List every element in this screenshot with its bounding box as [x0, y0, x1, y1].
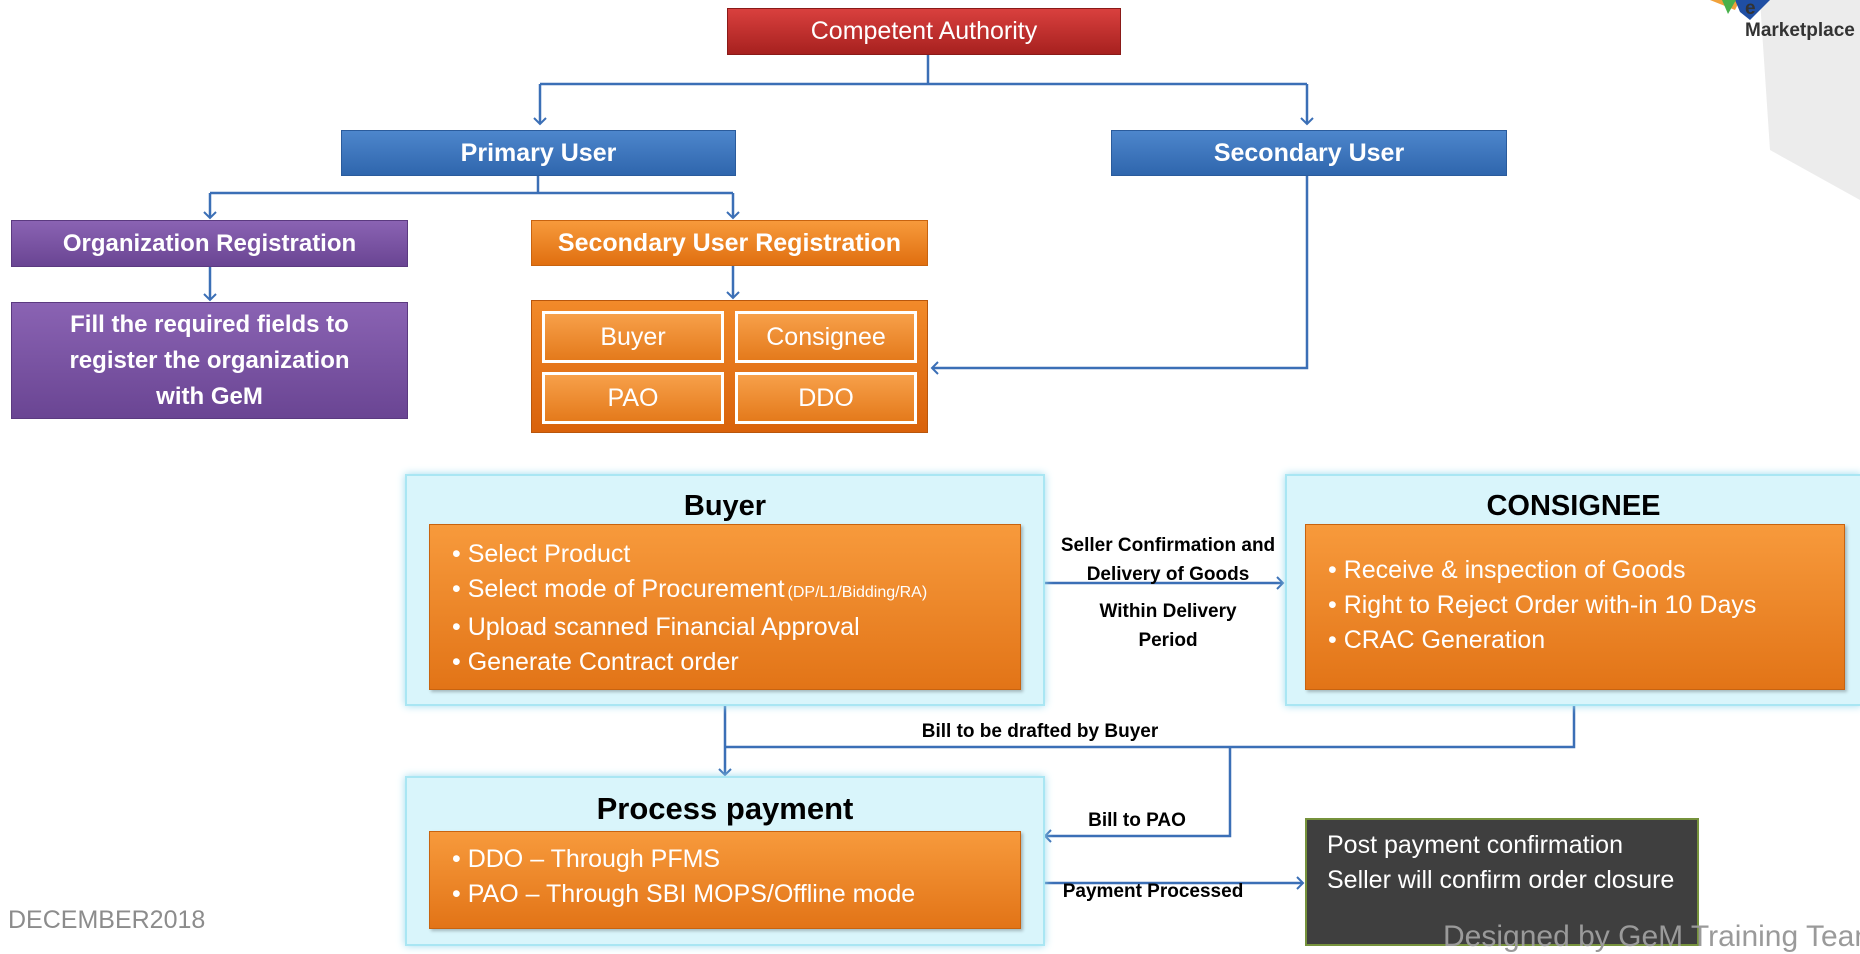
bill-drafted-label: Bill to be drafted by Buyer	[921, 721, 1159, 742]
process-payment-panel: Process payment DDO – Through PFMS PAO –…	[405, 776, 1045, 946]
secondary-user-registration-box: Secondary User Registration	[531, 220, 928, 266]
process-payment-item-1: DDO – Through PFMS	[452, 842, 1020, 877]
payment-processed-label: Payment Processed	[1062, 881, 1244, 902]
buyer-inner: Select Product Select mode of Procuremen…	[429, 524, 1021, 690]
footer-credit: Designed by GeM Training Team	[1443, 920, 1860, 953]
role-pao: PAO	[542, 372, 724, 424]
process-payment-item-2: PAO – Through SBI MOPS/Offline mode	[452, 877, 1020, 912]
organization-registration-label: Organization Registration	[62, 229, 357, 257]
seller-confirmation-label: Seller Confirmation and Delivery of Good…	[1060, 535, 1276, 585]
buyer-item-4: Generate Contract order	[452, 645, 1020, 680]
consignee-item-3: CRAC Generation	[1328, 623, 1844, 658]
fill-fields-box: Fill the required fields to register the…	[11, 302, 408, 419]
primary-user-label: Primary User	[460, 138, 617, 167]
buyer-item-3: Upload scanned Financial Approval	[452, 610, 1020, 645]
gem-logo	[1710, 0, 1860, 200]
bill-to-pao-label: Bill to PAO	[1088, 810, 1186, 831]
buyer-panel: Buyer Select Product Select mode of Proc…	[405, 474, 1045, 706]
roles-container: Buyer Consignee PAO DDO	[531, 300, 928, 433]
consignee-item-2: Right to Reject Order with-in 10 Days	[1328, 588, 1844, 623]
logo-text: e Marketplace	[1745, 0, 1855, 41]
consignee-panel: CONSIGNEE Receive & inspection of Goods …	[1285, 474, 1860, 706]
secondary-user-registration-label: Secondary User Registration	[557, 228, 902, 257]
competent-authority-box: Competent Authority	[727, 8, 1121, 55]
consignee-item-1: Receive & inspection of Goods	[1328, 553, 1844, 588]
buyer-item-2: Select mode of Procurement(DP/L1/Bidding…	[452, 572, 1020, 610]
secondary-user-box: Secondary User	[1111, 130, 1507, 176]
secondary-user-label: Secondary User	[1213, 138, 1405, 167]
process-payment-title: Process payment	[596, 791, 854, 826]
process-payment-inner: DDO – Through PFMS PAO – Through SBI MOP…	[429, 831, 1021, 929]
buyer-item-1: Select Product	[452, 537, 1020, 572]
role-ddo: DDO	[735, 372, 917, 424]
within-delivery-label: Within Delivery Period	[1099, 601, 1237, 651]
footer-date: DECEMBER2018	[8, 906, 206, 934]
post-payment-box: Post payment confirmation Seller will co…	[1305, 818, 1699, 946]
organization-registration-box: Organization Registration	[11, 220, 408, 267]
role-buyer: Buyer	[542, 311, 724, 363]
buyer-title: Buyer	[683, 490, 767, 522]
consignee-inner: Receive & inspection of Goods Right to R…	[1305, 524, 1845, 690]
primary-user-box: Primary User	[341, 130, 736, 176]
post-payment-label: Post payment confirmation Seller will co…	[1327, 831, 1675, 894]
consignee-title: CONSIGNEE	[1486, 490, 1661, 522]
fill-fields-label: Fill the required fields to register the…	[69, 310, 350, 410]
role-consignee: Consignee	[735, 311, 917, 363]
competent-authority-label: Competent Authority	[810, 17, 1038, 45]
